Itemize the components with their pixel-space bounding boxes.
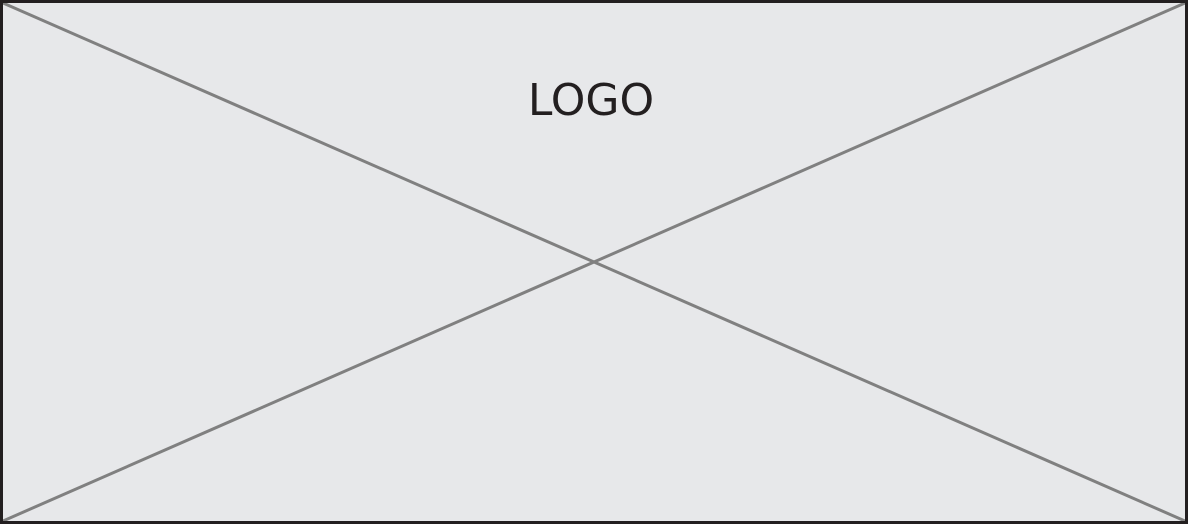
logo-label: LOGO bbox=[527, 75, 655, 126]
cross-line-up bbox=[3, 3, 1185, 521]
placeholder-cross-icon bbox=[3, 3, 1185, 521]
